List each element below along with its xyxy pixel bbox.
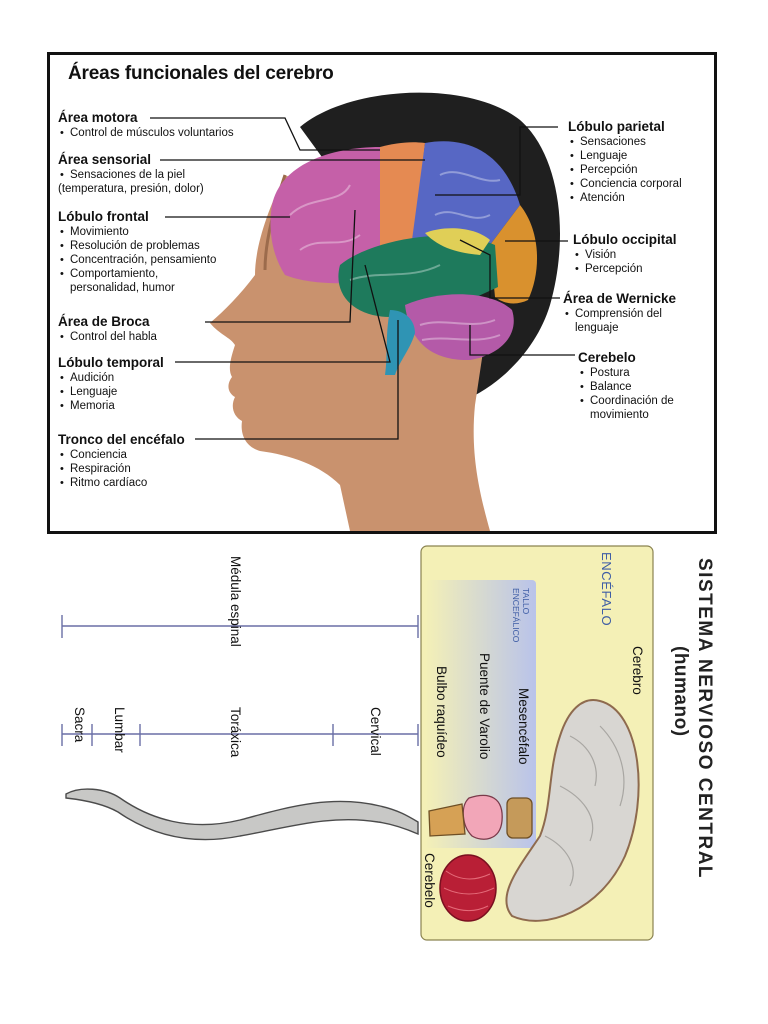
label-heading: Lóbulo occipital xyxy=(573,232,677,247)
label-item: Conciencia xyxy=(58,448,185,462)
brain-areas-panel: Áreas funcionales del cerebro Área motor… xyxy=(47,52,717,534)
label-item: Comprensión del lenguaje xyxy=(563,307,705,335)
label-item: Conciencia corporal xyxy=(568,177,682,191)
spinal-measurement-lines xyxy=(61,615,419,746)
cerebellum-shape xyxy=(405,294,514,361)
label-item-continued: (temperatura, presión, dolor) xyxy=(58,183,204,195)
label-heading: Lóbulo frontal xyxy=(58,209,149,224)
label-heading: Área de Broca xyxy=(58,314,150,329)
puente-label: Puente de Varolio xyxy=(477,653,492,760)
label-heading: Área motora xyxy=(58,110,138,125)
label-item: Visión xyxy=(573,248,677,262)
label-lobulo-occipital: Lóbulo occipital Visión Percepción xyxy=(573,231,677,276)
label-heading: Cerebelo xyxy=(578,350,636,365)
tallo-label-line1: TALLO xyxy=(521,588,531,615)
label-item: Control del habla xyxy=(58,330,157,344)
label-heading: Lóbulo temporal xyxy=(58,355,164,370)
label-item: Balance xyxy=(578,380,714,394)
brainstem-panel xyxy=(425,580,536,848)
label-heading: Tronco del encéfalo xyxy=(58,432,185,447)
system-title: SISTEMA NERVIOSO CENTRAL xyxy=(694,558,715,880)
label-area-motora: Área motora Control de músculos voluntar… xyxy=(58,109,234,140)
label-cerebelo: Cerebelo Postura Balance Coordinación de… xyxy=(578,349,714,422)
label-item: Control de músculos voluntarios xyxy=(58,126,234,140)
cerebro-label: Cerebro xyxy=(630,646,645,695)
label-item: Audición xyxy=(58,371,164,385)
toraxica-label: Toráxica xyxy=(228,707,243,758)
label-heading: Área sensorial xyxy=(58,152,152,167)
label-item: Atención xyxy=(568,191,682,205)
label-heading: Lóbulo parietal xyxy=(568,119,665,134)
label-item: Percepción xyxy=(573,262,677,276)
label-area-de-broca: Área de Broca Control del habla xyxy=(58,313,157,344)
label-item: Respiración xyxy=(58,462,185,476)
medulla-oblongata-shape xyxy=(428,803,466,837)
medula-espinal-label: Médula espinal xyxy=(228,556,243,647)
page-title: Áreas funcionales del cerebro xyxy=(68,63,334,84)
label-item: Lenguaje xyxy=(58,385,164,399)
cerebellum-shape xyxy=(439,854,497,922)
tallo-label-line2: ENCEFÁLICO xyxy=(511,588,521,643)
cerebelo-label: Cerebelo xyxy=(422,853,437,908)
system-subtitle: (humano) xyxy=(670,646,691,737)
wernicke-area-shape xyxy=(425,228,490,255)
head-brain-illustration xyxy=(150,92,575,531)
label-item: Ritmo cardíaco xyxy=(58,476,185,490)
label-area-sensorial: Área sensorial Sensaciones de la piel (t… xyxy=(58,151,204,196)
pons-shape xyxy=(462,794,503,840)
label-lobulo-temporal: Lóbulo temporal Audición Lenguaje Memori… xyxy=(58,354,164,413)
bulbo-label: Bulbo raquídeo xyxy=(434,666,449,758)
label-item: Concentración, pensamiento xyxy=(58,253,216,267)
label-item: Lenguaje xyxy=(568,149,682,163)
cerebrum-shape xyxy=(505,699,640,922)
label-item: Coordinación de movimiento xyxy=(578,394,714,422)
midbrain-shape xyxy=(506,797,533,839)
sacra-label: Sacra xyxy=(72,707,87,743)
label-heading: Área de Wernicke xyxy=(563,291,677,306)
label-item: Sensaciones de la piel xyxy=(58,168,204,182)
label-item: Movimiento xyxy=(58,225,216,239)
nervous-system-diagram xyxy=(61,545,654,941)
brainstem-shape xyxy=(385,310,415,375)
label-item: Postura xyxy=(578,366,714,380)
spinal-cord-shape xyxy=(65,788,419,841)
leader-lines xyxy=(150,117,575,440)
label-item: Memoria xyxy=(58,399,164,413)
parietal-lobe-shape xyxy=(410,141,520,255)
label-item: Resolución de problemas xyxy=(58,239,216,253)
label-lobulo-parietal: Lóbulo parietal Sensaciones Lenguaje Per… xyxy=(568,118,682,205)
encefalo-label: ENCÉFALO xyxy=(599,552,614,627)
occipital-lobe-shape xyxy=(490,205,538,304)
mesencefalo-label: Mesencéfalo xyxy=(516,688,531,765)
label-tronco-del-encefalo: Tronco del encéfalo Conciencia Respiraci… xyxy=(58,431,185,490)
label-area-de-wernicke: Área de Wernicke Comprensión del lenguaj… xyxy=(563,290,705,335)
label-lobulo-frontal: Lóbulo frontal Movimiento Resolución de … xyxy=(58,208,216,295)
label-item: Comportamiento, personalidad, humor xyxy=(58,267,210,295)
label-item: Percepción xyxy=(568,163,682,177)
cervical-label: Cervical xyxy=(368,707,383,756)
label-item: Sensaciones xyxy=(568,135,682,149)
lumbar-label: Lumbar xyxy=(112,707,127,753)
